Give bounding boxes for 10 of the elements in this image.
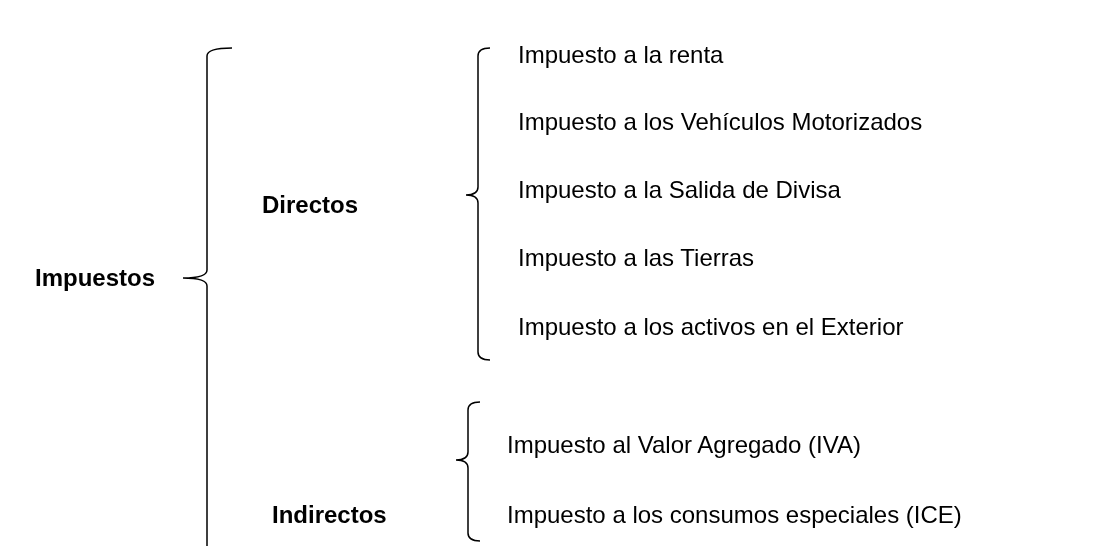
heading-text: Indirectos (272, 501, 387, 529)
list-item-text: Impuesto a los consumos especiales (ICE) (507, 501, 962, 529)
list-item-text: Impuesto al Valor Agregado (IVA) (507, 431, 861, 459)
heading-text: Impuestos (35, 264, 156, 292)
list-item-text: Impuesto a las Tierras (518, 244, 755, 272)
list-item-text: Impuesto a los Vehículos Motorizados (518, 108, 923, 136)
heading-text: Directos (262, 191, 359, 219)
list-item-text: Impuesto a la Salida de Divisa (518, 176, 841, 204)
list-item-text: Impuesto a la renta (518, 41, 724, 69)
list-item-text: Impuesto a los activos en el Exterior (518, 313, 904, 341)
